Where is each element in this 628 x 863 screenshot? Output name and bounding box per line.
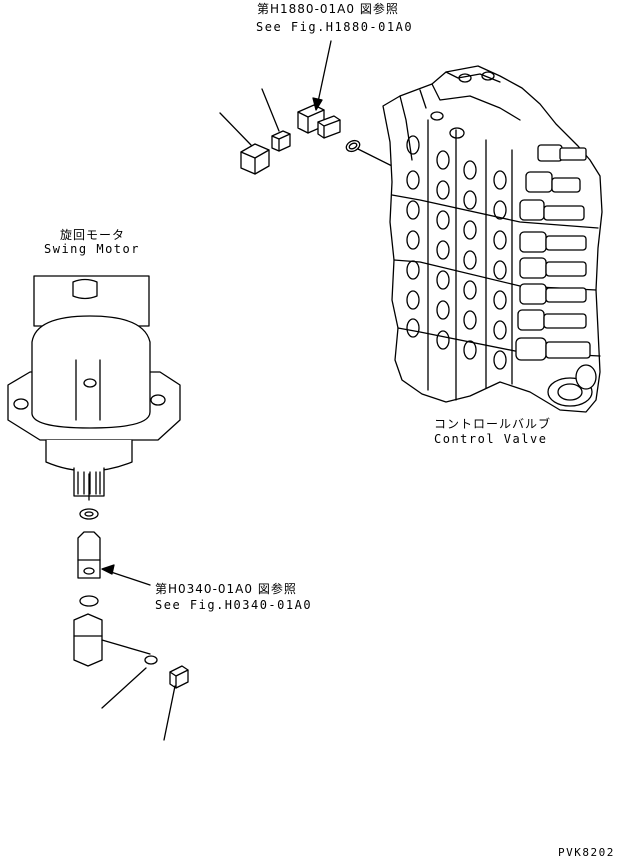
leader-lines-lower bbox=[101, 564, 176, 741]
ref-top-en: See Fig.H1880-01A0 bbox=[256, 20, 414, 34]
spool-caps bbox=[515, 144, 597, 407]
leader-lines-top bbox=[219, 40, 411, 176]
valve-section-ports bbox=[406, 135, 507, 370]
swing-motor bbox=[7, 275, 181, 501]
control-valve-label-en: Control Valve bbox=[434, 432, 548, 446]
connector-nipple bbox=[271, 130, 291, 152]
swing-motor-label-ja: 旋回モータ bbox=[60, 228, 126, 242]
drawing-code: PVK8202 bbox=[558, 846, 615, 859]
ref-mid-ja: 第H0340-01A0 図参照 bbox=[155, 582, 297, 596]
control-valve bbox=[382, 65, 603, 413]
cap-nut bbox=[240, 143, 270, 175]
swing-motor-label-en: Swing Motor bbox=[44, 242, 140, 256]
ref-mid-en: See Fig.H0340-01A0 bbox=[155, 598, 313, 612]
elbow-connector bbox=[297, 104, 341, 139]
o-ring-top bbox=[345, 139, 361, 153]
lower-fittings bbox=[73, 508, 189, 689]
ref-top-ja: 第H1880-01A0 図参照 bbox=[257, 2, 399, 16]
control-valve-label-ja: コントロールバルブ bbox=[434, 417, 552, 431]
